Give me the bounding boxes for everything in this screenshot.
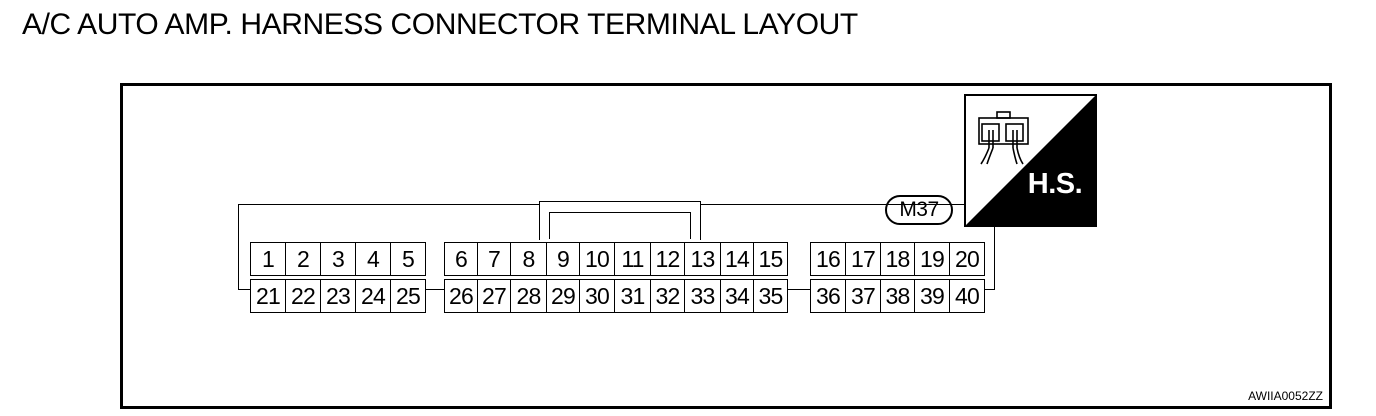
terminal-23: 23 (320, 279, 356, 313)
terminal-17: 17 (845, 242, 881, 276)
terminal-36: 36 (810, 279, 846, 313)
terminal-24: 24 (355, 279, 391, 313)
terminal-22: 22 (285, 279, 321, 313)
terminal-21: 21 (250, 279, 286, 313)
terminal-14: 14 (720, 242, 754, 276)
connector-id-badge: M37 (885, 195, 953, 225)
terminal-27: 27 (477, 279, 511, 313)
terminal-35: 35 (753, 279, 788, 313)
terminal-40: 40 (949, 279, 985, 313)
terminal-34: 34 (720, 279, 754, 313)
connector-plug-icon (978, 111, 1029, 165)
terminal-11: 11 (614, 242, 651, 276)
terminal-38: 38 (880, 279, 915, 313)
terminal-6: 6 (444, 242, 478, 276)
terminal-25: 25 (390, 279, 426, 313)
terminal-37: 37 (845, 279, 881, 313)
terminal-12: 12 (650, 242, 685, 276)
terminal-32: 32 (650, 279, 685, 313)
harness-side-label: H.S. (1027, 168, 1083, 200)
terminal-10: 10 (579, 242, 615, 276)
terminal-30: 30 (579, 279, 615, 313)
terminal-13: 13 (684, 242, 721, 276)
terminal-39: 39 (914, 279, 950, 313)
terminal-5: 5 (390, 242, 426, 276)
terminal-28: 28 (510, 279, 547, 313)
terminal-31: 31 (614, 279, 651, 313)
terminal-26: 26 (444, 279, 478, 313)
connector-latch (539, 201, 701, 240)
terminal-18: 18 (880, 242, 915, 276)
diagram-frame: AWIIA0052ZZ (120, 83, 1332, 409)
connector-area (123, 86, 1329, 406)
terminal-19: 19 (914, 242, 950, 276)
terminal-29: 29 (546, 279, 580, 313)
diagram-title: A/C AUTO AMP. HARNESS CONNECTOR TERMINAL… (22, 8, 858, 41)
terminal-33: 33 (684, 279, 721, 313)
terminal-2: 2 (285, 242, 321, 276)
terminal-4: 4 (355, 242, 391, 276)
terminal-1: 1 (250, 242, 286, 276)
harness-side-icon (964, 94, 1097, 227)
terminal-9: 9 (546, 242, 580, 276)
terminal-8: 8 (510, 242, 547, 276)
terminal-15: 15 (753, 242, 788, 276)
reference-code: AWIIA0052ZZ (1248, 389, 1323, 403)
terminal-16: 16 (810, 242, 846, 276)
terminal-7: 7 (477, 242, 511, 276)
terminal-20: 20 (949, 242, 985, 276)
connector-latch-inner (549, 212, 691, 240)
terminal-3: 3 (320, 242, 356, 276)
